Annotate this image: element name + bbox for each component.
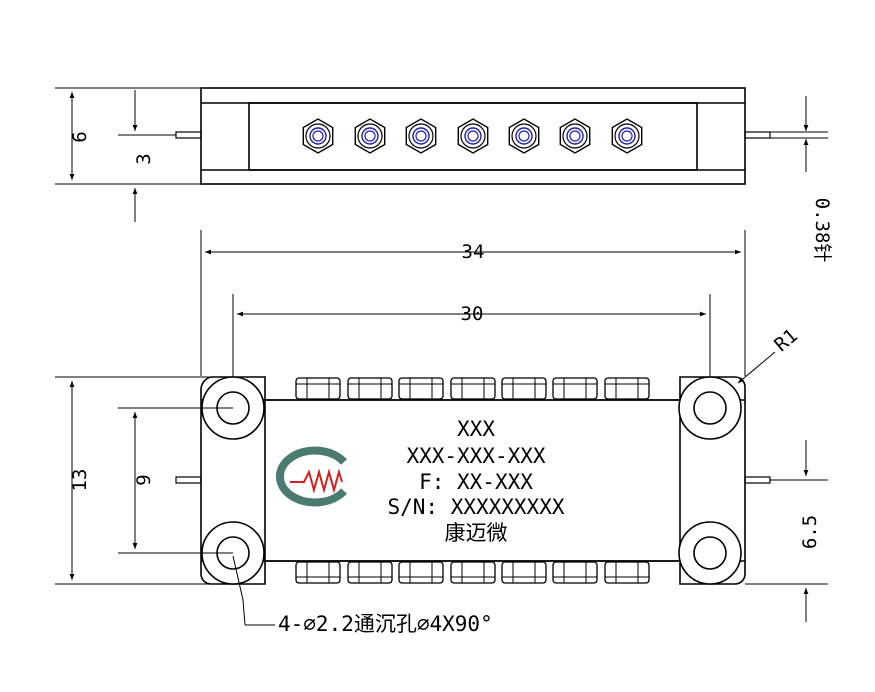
- logo-arc: [276, 446, 347, 507]
- mounting-hole-br: [678, 521, 742, 585]
- nut-bottom-5: [501, 561, 547, 584]
- dim-corner-radius-label: R1: [770, 325, 802, 357]
- top-view-connectors: [302, 118, 643, 154]
- top-connector-3: [405, 118, 437, 154]
- hole-note-leader: [232, 555, 275, 626]
- nut-bottom-7: [604, 561, 650, 584]
- logo-wave: [290, 468, 343, 494]
- dim-hole-vertical-spacing-label: 9: [133, 474, 155, 485]
- nut-top-1: [295, 377, 341, 400]
- dim-corner-radius: [737, 351, 776, 384]
- nut-bottom-2: [347, 561, 393, 584]
- dim-pin-diameter: [770, 96, 828, 172]
- dim-top-height: [55, 87, 201, 185]
- dim-pin-height: [745, 440, 828, 622]
- top-connector-5: [508, 118, 540, 154]
- hole-note: 4-∅2.2通沉孔∅4X90°: [278, 612, 493, 636]
- top-connector-4: [457, 118, 489, 154]
- top-view: [175, 87, 771, 185]
- label-line-4: S/N: XXXXXXXXX: [387, 495, 564, 519]
- dim-overall-height-label: 13: [69, 469, 91, 492]
- nut-top-7: [604, 377, 650, 400]
- nut-top-5: [501, 377, 547, 400]
- corner-block-br: [679, 561, 746, 585]
- label-line-5: 康迈微: [445, 521, 508, 545]
- product-label: XXX XXX-XXX-XXX F: XX-XXX S/N: XXXXXXXXX…: [387, 417, 564, 545]
- label-line-2: XXX-XXX-XXX: [406, 444, 545, 468]
- top-view-connector-panel: [248, 102, 698, 171]
- nut-top-6: [552, 377, 598, 400]
- top-right-pin: [744, 131, 771, 139]
- nut-top-2: [347, 377, 393, 400]
- front-right-pin: [744, 476, 771, 484]
- nut-bottom-1: [295, 561, 341, 584]
- nut-top-3: [398, 377, 444, 400]
- front-left-pin: [175, 476, 202, 484]
- dim-pin-height-label: 6.5: [799, 515, 821, 549]
- front-view-connector-nuts: [295, 377, 650, 584]
- label-line-1: XXX: [457, 417, 495, 441]
- dim-pin-diameter-label: 0.38针: [811, 198, 833, 263]
- mounting-hole-tr: [678, 376, 742, 440]
- dim-top-pin-offset-label: 3: [133, 153, 155, 164]
- nut-bottom-3: [398, 561, 444, 584]
- corner-block-bl: [200, 561, 266, 585]
- dim-overall-height: [55, 376, 211, 585]
- top-connector-6: [559, 118, 591, 154]
- dim-top-pin-offset: [118, 90, 176, 222]
- nut-bottom-4: [450, 561, 496, 584]
- nut-bottom-6: [552, 561, 598, 584]
- top-left-pin: [175, 131, 202, 139]
- top-connector-2: [354, 118, 386, 154]
- nut-top-4: [450, 377, 496, 400]
- dim-hole-vertical-spacing: [118, 407, 233, 554]
- top-connector-1: [302, 118, 334, 154]
- company-logo: [276, 446, 347, 507]
- dim-top-height-label: 6: [69, 131, 91, 142]
- dim-hole-spacing-label: 30: [461, 303, 484, 325]
- label-line-3: F: XX-XXX: [419, 470, 533, 494]
- dim-overall-width: [200, 230, 746, 376]
- top-connector-7: [611, 118, 643, 154]
- dim-overall-width-label: 34: [462, 241, 485, 263]
